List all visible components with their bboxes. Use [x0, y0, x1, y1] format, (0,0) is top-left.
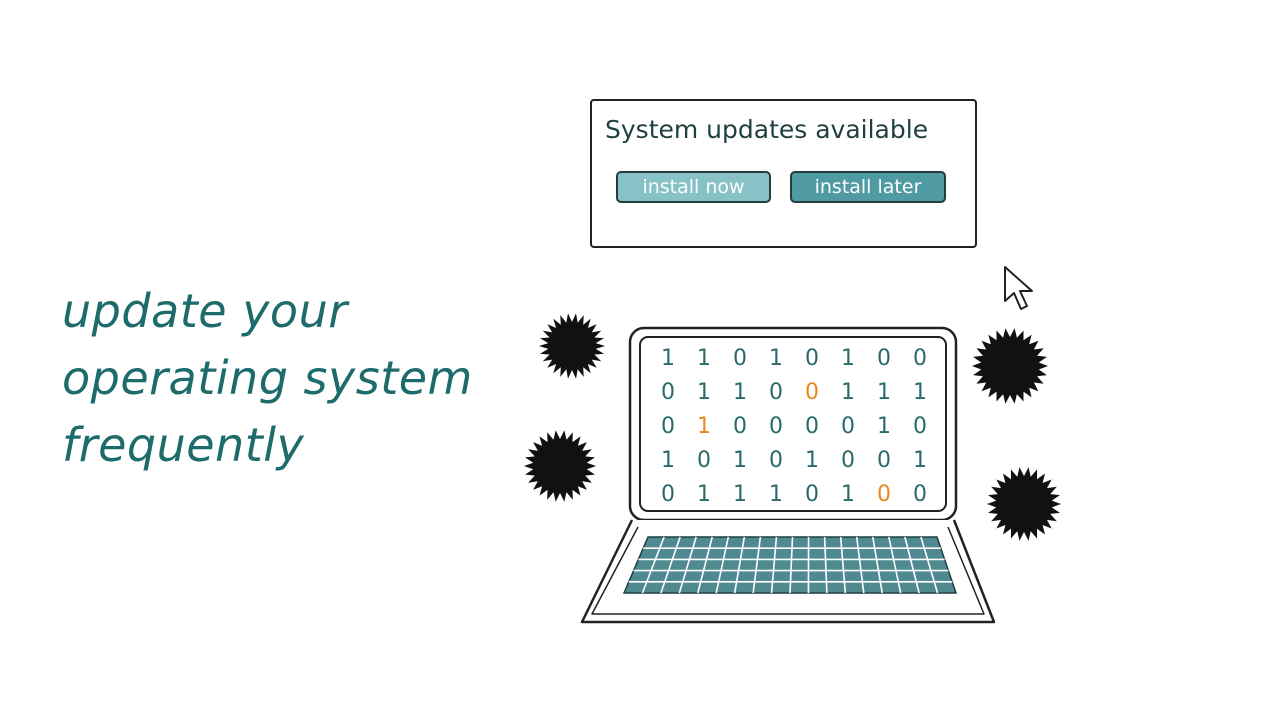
screen-digit: 0 — [661, 414, 675, 439]
screen-digit: 1 — [661, 448, 675, 473]
screen-digit: 0 — [661, 482, 675, 507]
update-dialog: System updates available install now ins… — [590, 99, 977, 248]
cursor-arrow-icon — [1004, 266, 1033, 310]
screen-digit: 1 — [769, 482, 783, 507]
dialog-title: System updates available — [605, 115, 929, 144]
screen-digit: 0 — [733, 414, 747, 439]
screen-digit: 1 — [733, 482, 747, 507]
screen-digit: 0 — [733, 346, 747, 371]
screen-digit: 0 — [877, 448, 891, 473]
screen-digit: 0 — [805, 414, 819, 439]
headline-line-1: update your — [62, 284, 348, 338]
screen-digit: 0 — [805, 346, 819, 371]
screen-digit: 1 — [697, 482, 711, 507]
screen-digit: 1 — [913, 380, 927, 405]
screen-digit: 1 — [841, 380, 855, 405]
screen-digit: 1 — [733, 380, 747, 405]
virus-icon — [987, 467, 1061, 541]
screen-digit: 1 — [805, 448, 819, 473]
install-now-button[interactable]: install now — [616, 171, 771, 203]
screen-digit: 1 — [841, 346, 855, 371]
screen-digit: 1 — [733, 448, 747, 473]
keyboard — [622, 536, 958, 594]
screen-digit: 0 — [805, 482, 819, 507]
virus-icon — [972, 328, 1048, 404]
headline: update your operating system frequently — [62, 278, 532, 479]
screen-digit: 1 — [877, 414, 891, 439]
screen-digit: 1 — [661, 346, 675, 371]
screen-digit: 1 — [769, 346, 783, 371]
screen-digit: 0 — [769, 380, 783, 405]
screen-digit: 0 — [877, 346, 891, 371]
screen-digit: 0 — [661, 380, 675, 405]
screen-digit: 0 — [877, 482, 891, 507]
screen-digit: 0 — [841, 414, 855, 439]
screen-digit: 1 — [877, 380, 891, 405]
screen-digit: 0 — [805, 380, 819, 405]
headline-line-3: frequently — [62, 418, 305, 472]
screen-digit: 1 — [913, 448, 927, 473]
screen-digit: 0 — [913, 482, 927, 507]
screen-digit: 0 — [913, 346, 927, 371]
install-later-button[interactable]: install later — [790, 171, 946, 203]
screen-digit: 0 — [841, 448, 855, 473]
screen-digit: 0 — [769, 414, 783, 439]
screen-digit: 1 — [697, 380, 711, 405]
screen-digit: 1 — [841, 482, 855, 507]
screen-digit: 0 — [697, 448, 711, 473]
screen-digit: 0 — [769, 448, 783, 473]
screen-digit: 1 — [697, 414, 711, 439]
headline-line-2: operating system — [62, 351, 473, 405]
virus-icon — [524, 430, 596, 502]
screen-digit: 0 — [913, 414, 927, 439]
virus-icon — [539, 313, 605, 379]
screen-digit: 1 — [697, 346, 711, 371]
